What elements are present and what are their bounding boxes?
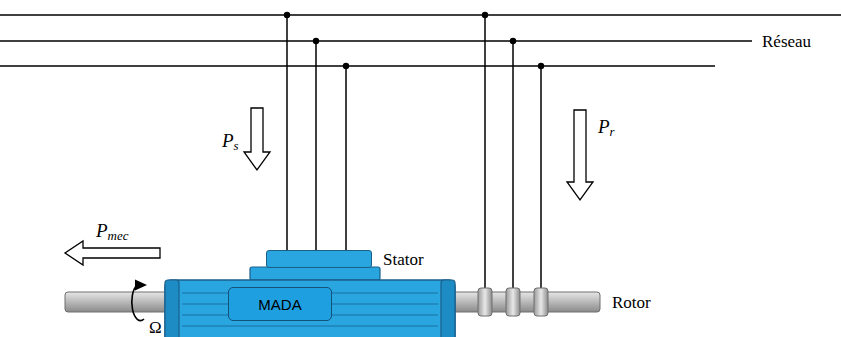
rotor-power-label: Pr	[598, 117, 615, 136]
rotor-power-arrow	[567, 110, 593, 200]
machine-body	[165, 280, 455, 337]
slip-rings	[478, 288, 548, 316]
machine-name: MADA	[258, 297, 301, 312]
rotation-arrow	[132, 285, 144, 321]
shaft-left	[65, 292, 167, 312]
stator-wire	[286, 15, 288, 250]
subscript: mec	[108, 228, 129, 243]
grid-lines	[0, 15, 841, 66]
rotor-wires	[485, 15, 541, 289]
junction-dot	[343, 63, 349, 69]
machine-name-box: MADA	[228, 287, 332, 321]
end-flange	[441, 280, 455, 337]
subscript: s	[234, 138, 239, 153]
rotor-wire	[484, 15, 486, 289]
speed-symbol: Ω	[149, 319, 162, 336]
cooling-fin	[182, 325, 438, 326]
subscript: r	[610, 124, 615, 139]
stator-terminal-box: Stator	[266, 250, 372, 268]
grid-phase-line	[0, 40, 752, 42]
grid-phase-line	[0, 65, 715, 67]
junction-dots	[284, 12, 544, 69]
rotation-arrowhead	[135, 280, 147, 291]
stator-power-arrow	[244, 108, 270, 170]
stator-wires	[287, 15, 346, 250]
junction-dot	[538, 63, 544, 69]
stator-wire	[345, 66, 347, 250]
power-arrows	[65, 108, 593, 265]
grid-label: Réseau	[762, 33, 811, 50]
stator-wire	[315, 41, 317, 250]
slip-ring	[534, 288, 548, 316]
mechanical-power-label: Pmec	[96, 221, 128, 240]
junction-dot	[482, 12, 488, 18]
rotor-wire	[512, 41, 514, 289]
stator-label: Stator	[383, 251, 424, 268]
shaft-right	[453, 292, 600, 312]
end-flange	[165, 280, 179, 337]
terminal-box-base	[250, 267, 380, 280]
stator-power-label: Ps	[222, 131, 239, 150]
mechanical-power-arrow	[65, 241, 160, 265]
junction-dot	[284, 12, 290, 18]
slip-ring	[478, 288, 492, 316]
junction-dot	[510, 38, 516, 44]
rotor-wire	[540, 66, 542, 289]
junction-dot	[313, 38, 319, 44]
grid-phase-line	[0, 14, 841, 16]
slip-ring	[506, 288, 520, 316]
rotor-label: Rotor	[612, 294, 651, 311]
